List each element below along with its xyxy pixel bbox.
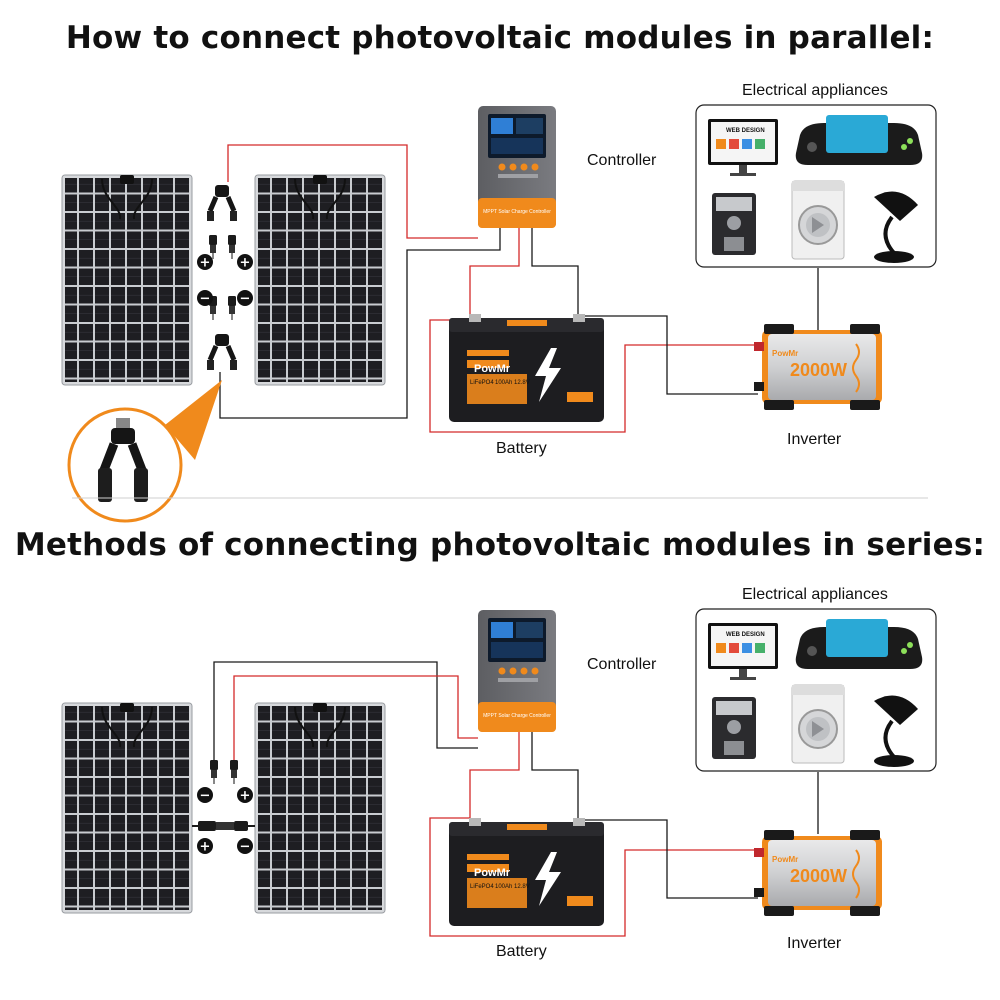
solar-panel-icon	[254, 174, 386, 386]
mc4-connector-icon	[228, 296, 236, 320]
inverter-power: 2000W	[790, 866, 847, 886]
svg-text:−: −	[240, 292, 251, 307]
solar-panel-icon	[254, 702, 386, 914]
parallel-diagram: + + − − MPPT Solar Cha	[61, 103, 938, 523]
inverter-power: 2000W	[790, 360, 847, 380]
mc4-connector-icon	[192, 821, 255, 831]
mc4-connector-icon	[207, 334, 237, 370]
svg-text:+: +	[240, 789, 251, 804]
battery-spec: 100Ah 12.8V	[495, 884, 530, 890]
inverter-label-parallel: Inverter	[787, 431, 842, 448]
inverter-brand: PowMr	[772, 855, 798, 864]
polarity-marker: −	[197, 290, 213, 307]
controller-label-parallel: Controller	[587, 152, 657, 169]
polarity-marker: −	[197, 787, 213, 804]
series-title: Methods of connecting photovoltaic modul…	[14, 527, 986, 563]
solar-panel-icon	[61, 174, 193, 386]
controller-label-series: Controller	[587, 656, 657, 673]
series-diagram: − + + − MPPT Solar Charge Controller Pow…	[61, 607, 938, 937]
appliances-label-series: Electrical appliances	[742, 586, 888, 603]
svg-text:+: +	[240, 256, 251, 271]
mc4-connector-icon	[210, 760, 218, 784]
svg-text:−: −	[200, 789, 211, 804]
svg-text:−: −	[240, 840, 251, 855]
battery-chemistry: LiFePO4	[470, 884, 494, 890]
battery-icon	[449, 314, 604, 422]
connector-zoom-callout	[67, 380, 222, 523]
polarity-marker: −	[237, 838, 253, 855]
battery-label-series: Battery	[496, 943, 547, 960]
mc4-connector-icon	[98, 418, 148, 502]
polarity-marker: +	[237, 254, 253, 271]
mc4-connector-icon	[207, 185, 237, 221]
parallel-title: How to connect photovoltaic modules in p…	[65, 20, 935, 56]
battery-brand: PowMr	[474, 363, 511, 375]
battery-label-parallel: Battery	[496, 440, 547, 457]
inverter-brand: PowMr	[772, 349, 798, 358]
mc4-connector-icon	[228, 235, 236, 259]
svg-text:+: +	[200, 256, 211, 271]
polarity-marker: +	[197, 838, 213, 855]
controller-text: MPPT Solar Charge Controller	[483, 713, 551, 719]
battery-icon	[449, 818, 604, 926]
polarity-marker: −	[237, 290, 253, 307]
mc4-connector-icon	[230, 760, 238, 784]
inverter-label-series: Inverter	[787, 935, 842, 952]
polarity-marker: +	[237, 787, 253, 804]
polarity-marker: +	[197, 254, 213, 271]
monitor-icon: WEB DESIGN	[726, 632, 765, 638]
battery-spec: 100Ah 12.8V	[495, 380, 530, 386]
battery-chemistry: LiFePO4	[470, 380, 494, 386]
controller-text: MPPT Solar Charge Controller	[483, 209, 551, 215]
monitor-icon: WEB DESIGN	[726, 128, 765, 134]
svg-text:+: +	[200, 840, 211, 855]
battery-brand: PowMr	[474, 867, 511, 879]
appliances-label-parallel: Electrical appliances	[742, 82, 888, 99]
solar-panel-icon	[61, 702, 193, 914]
svg-text:−: −	[200, 292, 211, 307]
